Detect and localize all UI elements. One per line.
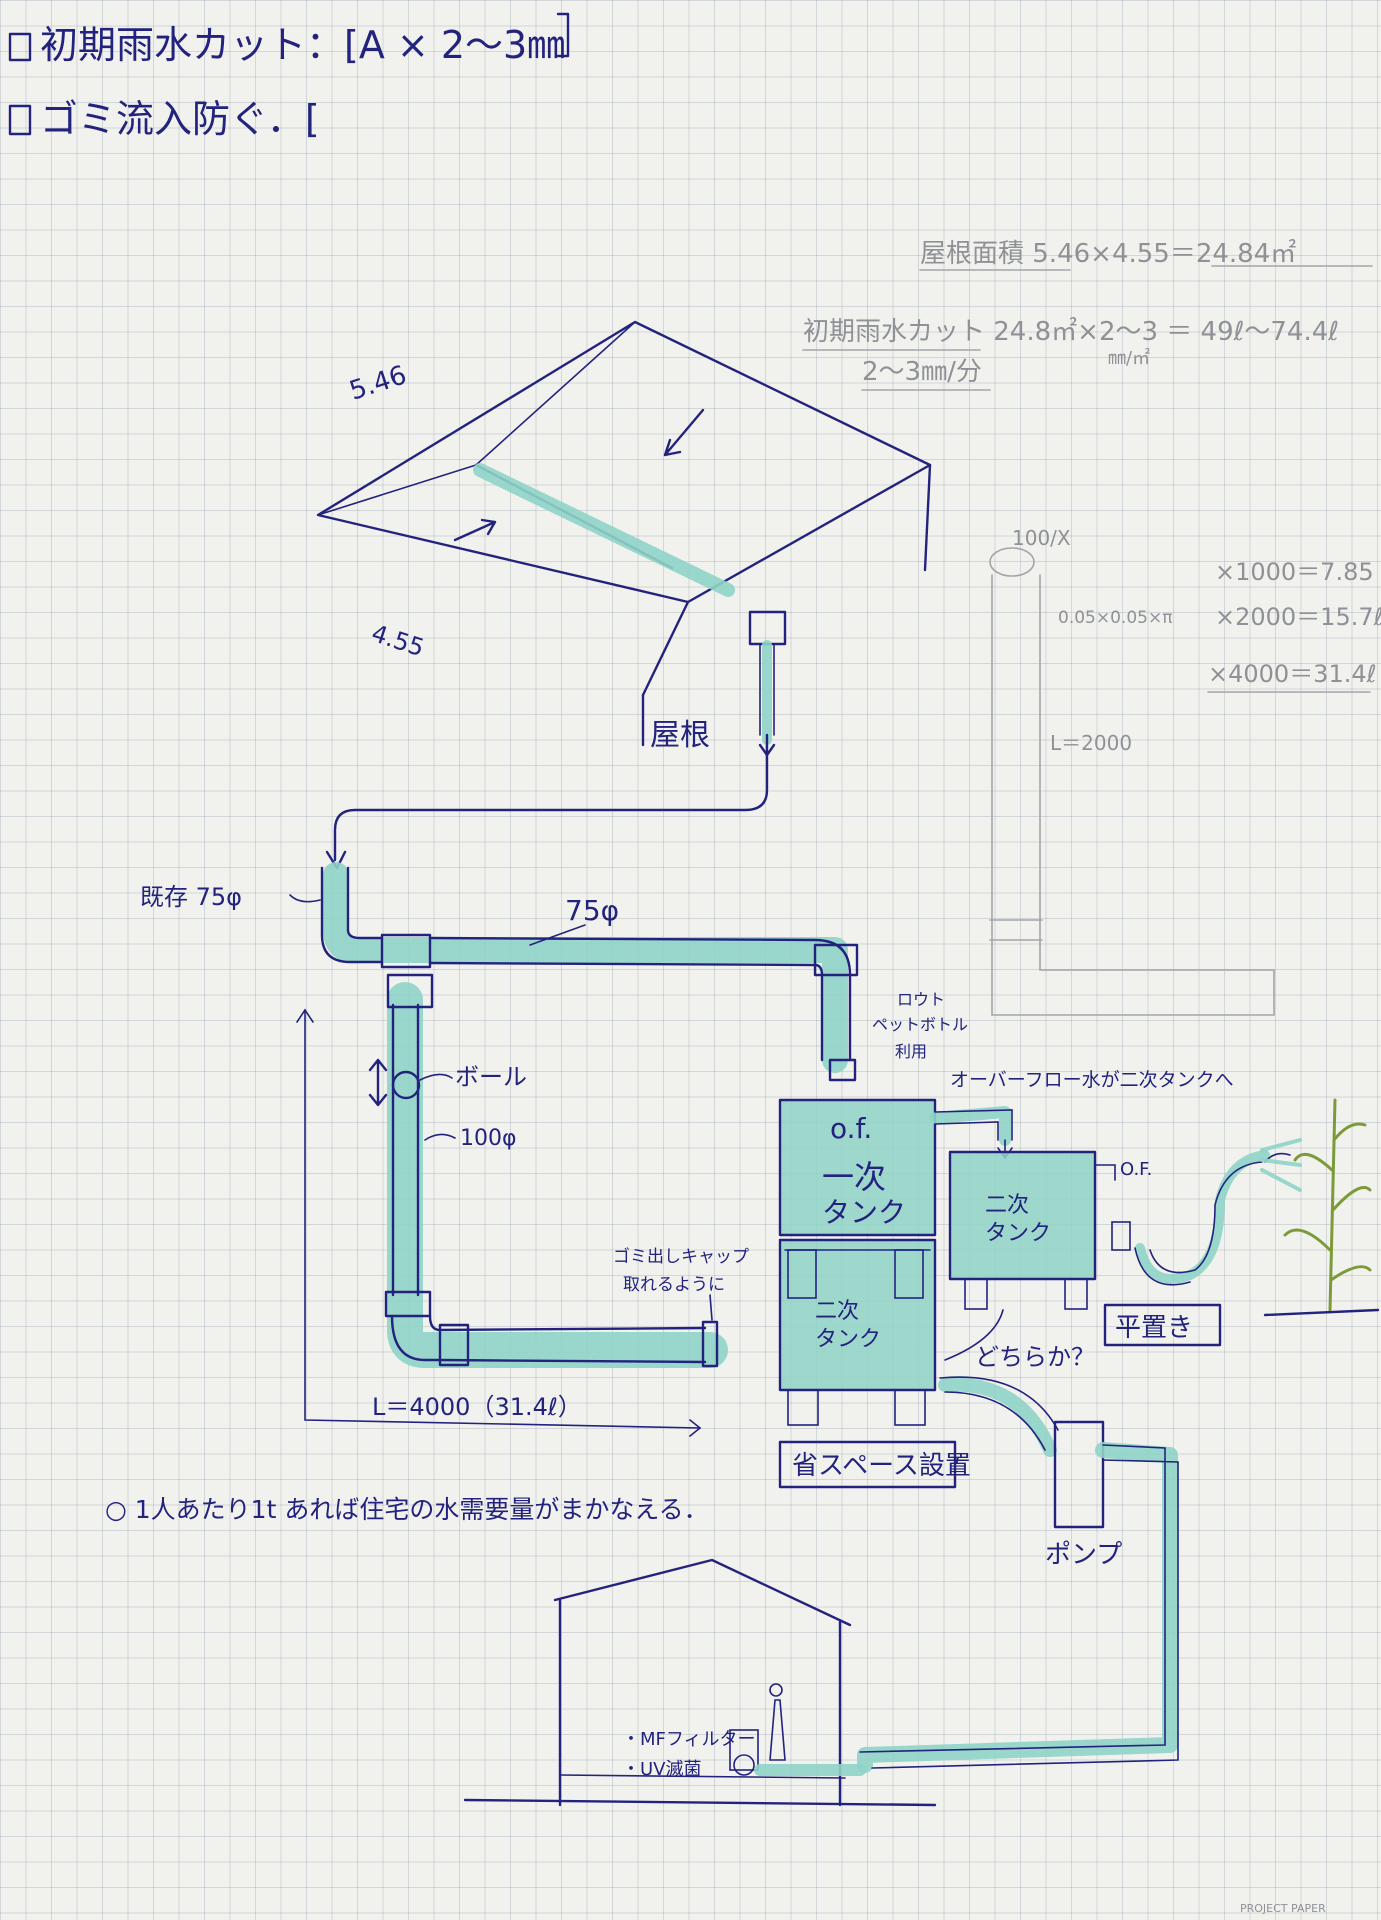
gutter-box	[748, 610, 787, 646]
which-question: どちらか？	[975, 1343, 1095, 1371]
checklist-item-1: 初期雨水カット：[A × 2〜3㎜	[40, 23, 565, 67]
checklist-item-2: ゴミ流入防ぐ．[	[40, 97, 320, 141]
primary-tank-label-2: タンク	[822, 1196, 906, 1229]
dimension-arrow-icon	[296, 1008, 702, 1437]
unit-note: ㎜/㎡	[1108, 347, 1150, 369]
roof-area-text: 屋根面積 5.46×4.55＝24.84㎡	[920, 239, 1296, 269]
main-pipe-label: 75φ	[565, 894, 619, 927]
initial-cut-text: 初期雨水カット 24.8㎡×2〜3 ＝ 49ℓ〜74.4ℓ	[803, 317, 1339, 347]
secondary-tank-b-label-1: 二次	[815, 1299, 859, 1324]
pipe-system: 既存 75φ 75φ ボール 100φ ゴミ出しキャップ 取れるように	[140, 753, 859, 1437]
funnel-note-1: ロウト	[897, 990, 945, 1009]
roof-label: 屋根	[650, 718, 710, 753]
person-icon	[769, 1699, 786, 1761]
stacked-placement-box	[778, 1440, 957, 1489]
cap-note-1: ゴミ出しキャップ	[613, 1246, 749, 1267]
funnel-note-2: ペットボトル	[872, 1015, 968, 1034]
filter-unit-icon	[729, 1729, 759, 1771]
overflow-note: オーバーフロー水が二次タンクへ	[950, 1069, 1234, 1091]
calc-x4000: ×4000＝31.4ℓ	[1208, 660, 1377, 688]
primary-tank-label-1: 一次	[822, 1158, 886, 1196]
funnel-note-3: 利用	[895, 1042, 927, 1061]
secondary-tank-b-label-2: タンク	[815, 1327, 881, 1352]
bracket-right-icon	[556, 12, 570, 58]
roof-dim-top: 5.46	[346, 360, 410, 406]
secondary-tank-stacked	[778, 1238, 937, 1392]
checkbox-icon	[8, 104, 32, 136]
mf-filter-label: ・MFフィルター	[622, 1729, 756, 1750]
arrow-icon	[453, 518, 497, 542]
ball-float-icon	[391, 1070, 421, 1100]
rate-text: 2〜3㎜/分	[862, 357, 982, 387]
faucet-icon	[1111, 1221, 1131, 1251]
pipe-dia-note: 100/X	[1012, 526, 1071, 550]
double-arrow-icon	[368, 1058, 388, 1107]
checkbox-icon	[8, 32, 32, 62]
vertical-pipe-label: 100φ	[460, 1126, 517, 1151]
roof-diagram: 5.46 4.55 屋根	[316, 320, 932, 757]
checklist: 初期雨水カット：[A × 2〜3㎜ ゴミ流入防ぐ．[	[8, 12, 570, 141]
pipe-length-label: L＝4000（31.4ℓ）	[372, 1393, 582, 1421]
ball-label: ボール	[455, 1063, 527, 1091]
primary-of-label: o.f.	[830, 1112, 872, 1145]
pipe-volume-calc: 100/X ×1000＝7.85 0.05×0.05×π ×2000＝15.7ℓ…	[989, 526, 1381, 1016]
secondary-tank-flat	[948, 1150, 1097, 1281]
footnote: ○ 1人あたり1t あれば住宅の水需要量がまかなえる．	[105, 1495, 709, 1524]
garden-plant	[1260, 1098, 1380, 1317]
existing-pipe-label: 既存 75φ	[140, 883, 242, 911]
pipe-section-icon	[989, 547, 1035, 577]
arrow-icon	[663, 408, 705, 457]
roof-calculation: 屋根面積 5.46×4.55＝24.84㎡ 初期雨水カット 24.8㎡×2〜3 …	[802, 239, 1373, 391]
flat-placement-label: 平置き	[1115, 1313, 1193, 1343]
calc-x1000: ×1000＝7.85	[1215, 558, 1374, 586]
cap-note-2: 取れるように	[623, 1275, 725, 1295]
plant-icon	[1283, 1098, 1372, 1312]
stacked-placement-label: 省スペース設置	[792, 1451, 971, 1481]
tank-system: ロウト ペットボトル 利用 オーバーフロー水が二次タンクへ o.f. 一次 タン…	[778, 990, 1270, 1773]
uv-label: ・UV滅菌	[622, 1759, 702, 1780]
pump	[1053, 1420, 1105, 1529]
calc-formula: 0.05×0.05×π	[1058, 608, 1172, 628]
primary-tank	[778, 1098, 937, 1237]
roof-dim-bottom: 4.55	[368, 619, 427, 662]
house-section: ・MFフィルター ・UV滅菌	[463, 1558, 937, 1807]
of-label: O.F.	[1120, 1159, 1152, 1180]
pipe-length-label: L＝2000	[1050, 731, 1132, 755]
flat-placement-box	[1103, 1303, 1222, 1347]
secondary-tank-a-label-2: タンク	[985, 1221, 1051, 1246]
pump-label: ポンプ	[1045, 1540, 1122, 1570]
calc-x2000: ×2000＝15.7ℓ	[1215, 603, 1381, 631]
secondary-tank-a-label-1: 二次	[985, 1193, 1029, 1218]
brand-mark: PROJECT PAPER	[1240, 1902, 1326, 1915]
